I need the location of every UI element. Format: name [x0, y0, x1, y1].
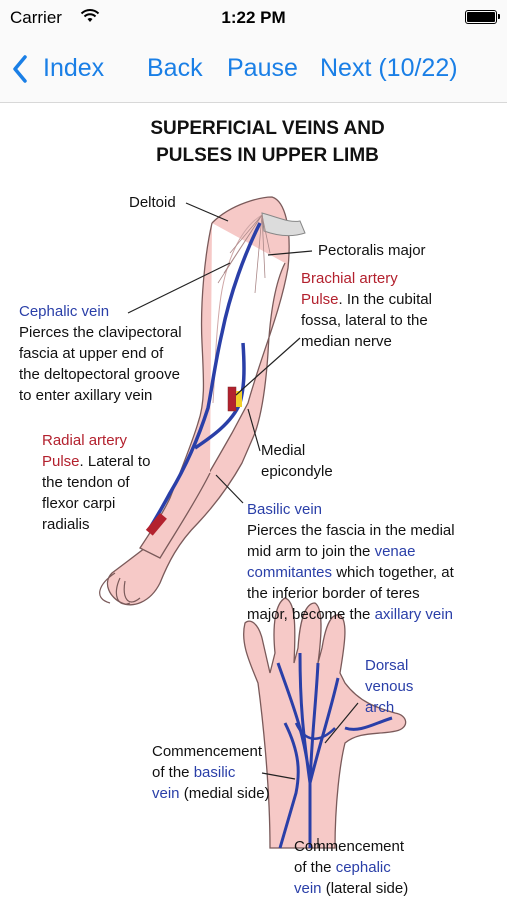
clock: 1:22 PM	[221, 8, 286, 27]
label-pectoralis-major: Pectoralis major	[318, 242, 426, 259]
chevron-left-icon[interactable]	[12, 55, 28, 83]
next-button[interactable]: Next (10/22)	[320, 54, 458, 82]
label-brachial-artery: Brachial artery Pulse. In the cubital fo…	[301, 270, 432, 350]
label-commencement-basilic: Commencement of the basilic vein (medial…	[152, 743, 270, 802]
label-medial-epicondyle: Medial epicondyle	[261, 442, 333, 480]
pause-button[interactable]: Pause	[227, 54, 298, 82]
back-button[interactable]: Back	[147, 54, 203, 82]
figure-title: SUPERFICIAL VEINS AND PULSES IN UPPER LI…	[150, 118, 385, 166]
label-dorsal-venous-arch: Dorsal venous arch	[365, 657, 414, 716]
carrier-label: Carrier	[10, 8, 62, 27]
upper-limb-illustration	[99, 196, 407, 849]
index-button[interactable]: Index	[43, 54, 105, 82]
label-commencement-cephalic: Commencement of the cephalic vein (later…	[294, 838, 409, 897]
label-radial-artery: Radial artery Pulse. Lateral to the tend…	[42, 432, 151, 533]
label-deltoid: Deltoid	[129, 194, 176, 211]
label-cephalic-vein: Cephalic vein Pierces the clavipectoral …	[19, 303, 182, 404]
battery-icon	[465, 10, 500, 24]
navigation-bar: Index Back Pause Next (10/22)	[0, 36, 507, 103]
wifi-icon	[80, 9, 100, 22]
figure-panel: SUPERFICIAL VEINS AND PULSES IN UPPER LI…	[0, 103, 507, 900]
label-basilic-vein: Basilic vein Pierces the fascia in the m…	[247, 501, 455, 623]
status-bar: Carrier 1:22 PM	[0, 0, 507, 36]
